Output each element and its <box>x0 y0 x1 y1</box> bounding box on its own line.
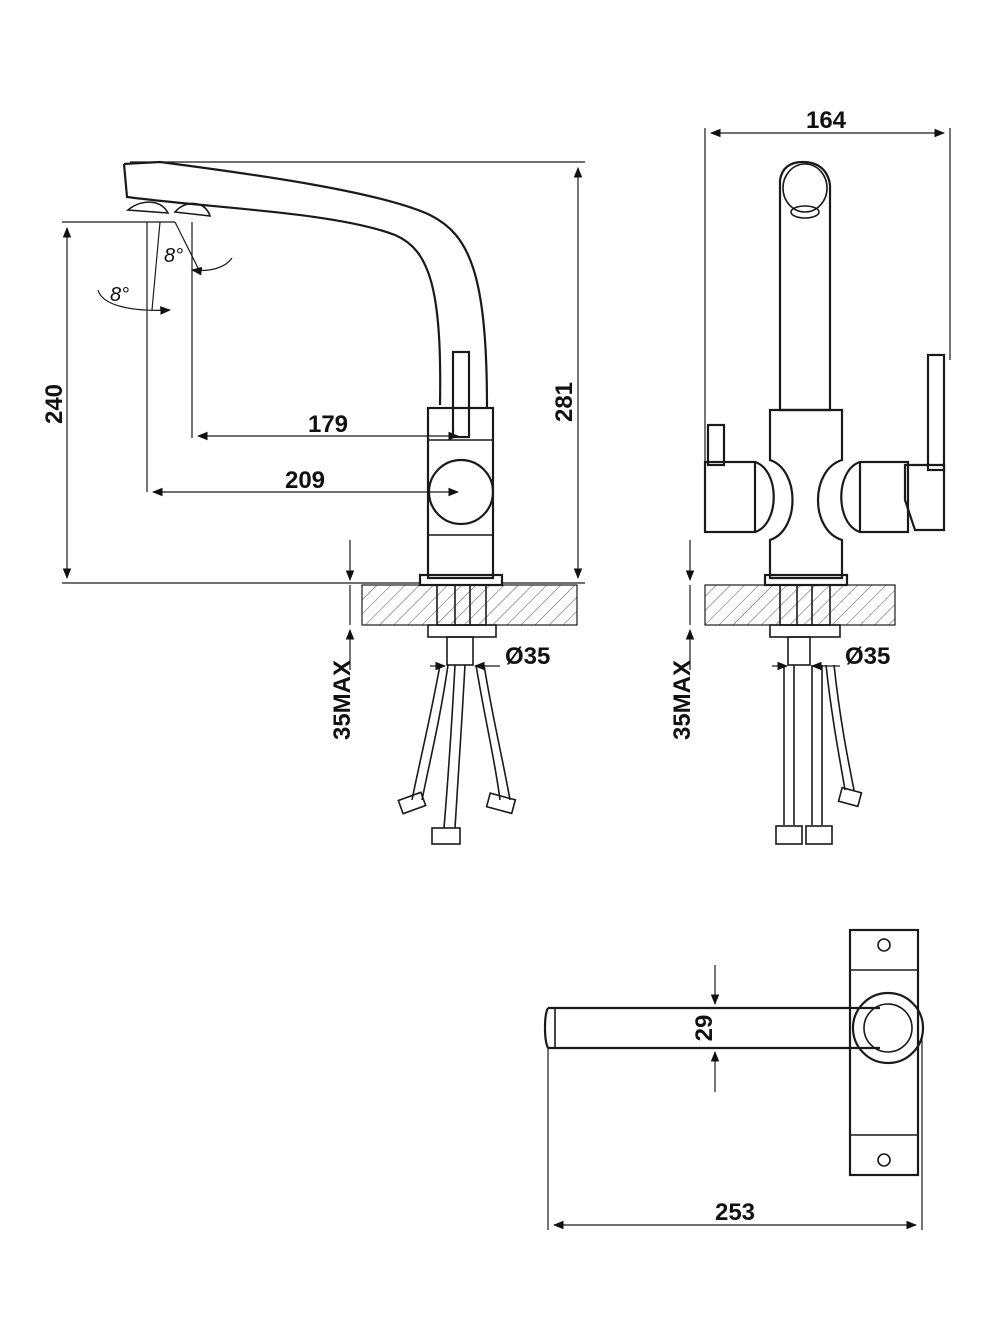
top-base-plate <box>848 928 920 1177</box>
dim-hole-side: Ø35 <box>505 643 550 670</box>
front-hoses <box>775 664 863 845</box>
side-hoses <box>397 664 517 845</box>
dim-hole-front: Ø35 <box>845 643 890 670</box>
top-spout <box>543 1006 880 1050</box>
front-body <box>768 408 844 580</box>
top-body <box>851 991 925 1065</box>
side-lever <box>451 350 471 439</box>
dim-reach-body: 209 <box>285 467 325 494</box>
front-countertop <box>704 584 896 626</box>
dim-height-total: 281 <box>551 382 578 422</box>
top-view: 29 253 <box>543 928 925 1230</box>
dim-counter-front: 35MAX <box>669 660 696 740</box>
dim-width: 164 <box>806 107 847 134</box>
front-lever <box>926 353 946 472</box>
side-view: 281 240 8° 8° 179 209 Ø35 35MAX <box>41 160 585 845</box>
angle-b: 8° <box>110 284 129 306</box>
dim-counter-side: 35MAX <box>329 660 356 740</box>
dim-length: 253 <box>715 1199 755 1226</box>
angle-a: 8° <box>164 245 183 267</box>
dim-spout-diameter: 29 <box>691 1015 718 1042</box>
front-spout <box>778 160 832 412</box>
front-view: 164 Ø35 35MAX <box>669 107 951 845</box>
side-body <box>426 406 495 580</box>
dim-reach-lever: 179 <box>308 411 348 438</box>
dim-spout-height: 240 <box>41 384 68 424</box>
side-spout <box>122 163 442 406</box>
